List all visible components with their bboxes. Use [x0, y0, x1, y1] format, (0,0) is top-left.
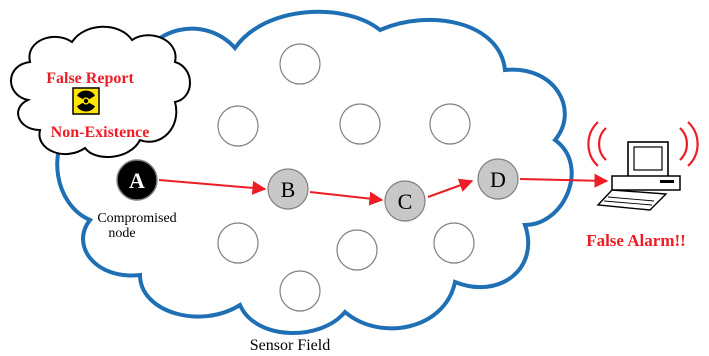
- node-c: [384, 180, 426, 222]
- false-report-bubble: [10, 25, 191, 159]
- idle-node: [429, 103, 471, 145]
- arrow-d-to-sink: [519, 173, 609, 188]
- node-b: [267, 168, 309, 210]
- compromised-caption-line1: Compromised: [97, 211, 176, 226]
- non-existence-label: Non-Existence: [51, 124, 150, 141]
- node-c-label: C: [398, 189, 413, 214]
- compromised-node-a: [116, 159, 158, 201]
- idle-sensor-nodes: [217, 43, 475, 312]
- idle-node: [433, 222, 475, 264]
- idle-node: [336, 229, 378, 271]
- sink-computer-icon: [596, 141, 681, 211]
- sensor-field-label: Sensor Field: [250, 337, 330, 354]
- arrow-a-to-b: [158, 179, 267, 195]
- alarm-waves-icon: [587, 121, 699, 167]
- arrow-b-to-c: [309, 191, 384, 206]
- false-report-label: False Report: [46, 70, 134, 87]
- compromised-caption-line2: node: [108, 226, 135, 241]
- node-b-label: B: [281, 177, 296, 202]
- node-d-label: D: [490, 167, 506, 192]
- idle-node: [217, 222, 259, 264]
- idle-node: [217, 105, 259, 147]
- node-a-label: A: [129, 168, 145, 193]
- idle-node: [279, 43, 321, 85]
- radiation-warning-icon: [72, 87, 100, 115]
- false-alarm-label: False Alarm!!: [586, 231, 686, 250]
- node-d: [477, 158, 519, 200]
- arrow-c-to-d: [427, 178, 474, 198]
- idle-node: [279, 270, 321, 312]
- idle-node: [339, 103, 381, 145]
